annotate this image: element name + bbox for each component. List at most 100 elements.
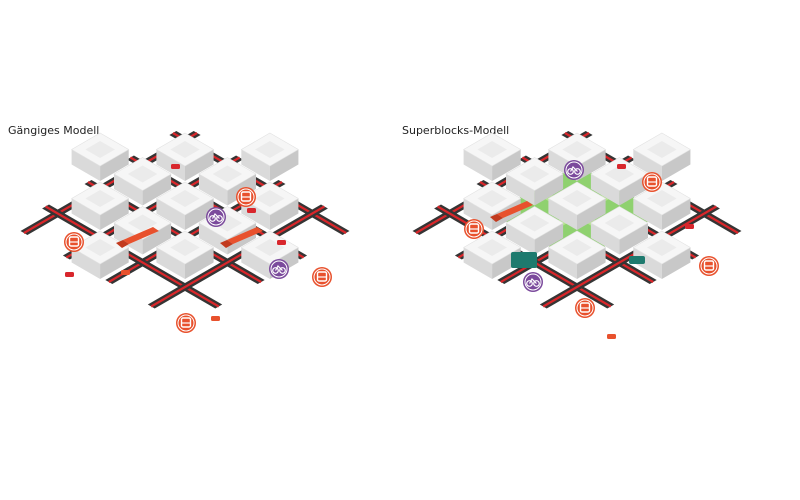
building-side (548, 247, 577, 279)
building-side (463, 149, 493, 181)
building-side (506, 223, 535, 255)
panel-title-left: Gängiges Modell (8, 124, 100, 137)
courtyard (255, 141, 285, 158)
courtyard (127, 165, 158, 183)
courtyard (562, 239, 592, 256)
bus-icon (575, 298, 595, 318)
building-side (590, 174, 620, 206)
courtyard (170, 190, 200, 207)
courtyard (85, 190, 115, 207)
courtyard (562, 141, 592, 158)
building-side (661, 198, 691, 230)
courtyard (647, 239, 677, 256)
bicycle-icon (523, 272, 543, 292)
building-side (577, 247, 606, 279)
car-icon (65, 272, 74, 277)
building-side (198, 174, 228, 206)
building-side (577, 198, 606, 230)
building-side (185, 198, 214, 230)
courtyard (604, 165, 635, 183)
building-side (548, 198, 577, 230)
road-marking (150, 205, 325, 308)
building-side (156, 149, 185, 181)
building-side (156, 247, 185, 279)
building-side (269, 198, 299, 230)
building-side (100, 247, 129, 279)
building-side (577, 149, 606, 181)
road-marking (45, 205, 220, 308)
building-side (492, 149, 521, 181)
bus-icon (642, 172, 662, 192)
building-side (661, 247, 691, 279)
car-icon (247, 208, 256, 213)
building-side (71, 198, 101, 230)
courtyard (519, 214, 550, 232)
car-icon (685, 224, 694, 229)
building-side (114, 174, 143, 206)
car-icon (121, 270, 130, 275)
building-side (619, 174, 648, 206)
bicycle-icon (206, 207, 226, 227)
courtyard (212, 165, 243, 183)
courtyard (170, 239, 200, 256)
building-side (661, 149, 691, 181)
courtyard (562, 190, 592, 207)
building-side (633, 247, 662, 279)
car-icon (617, 164, 626, 169)
bicycle-icon (564, 160, 584, 180)
car-icon (211, 316, 220, 321)
bus-icon (176, 313, 196, 333)
bus-icon (312, 267, 332, 287)
building-side (463, 198, 493, 230)
courtyard (127, 214, 158, 232)
building-side (506, 174, 535, 206)
building-side (269, 149, 299, 181)
truck-icon (116, 227, 159, 248)
building-side (198, 223, 228, 255)
courtyard (85, 141, 115, 158)
building-side (463, 247, 493, 279)
bus-icon (699, 256, 719, 276)
panel-right-superblocks-model (412, 131, 742, 339)
courtyard (255, 190, 285, 207)
building-side (71, 247, 101, 279)
building-side (71, 149, 101, 181)
tram-icon (629, 256, 645, 264)
truck-icon (220, 227, 263, 248)
panel-left-standard-model (20, 131, 350, 333)
building-side (534, 174, 564, 206)
building-side (619, 223, 648, 255)
courtyard (477, 141, 507, 158)
building-side (100, 198, 129, 230)
building-side (633, 198, 662, 230)
courtyard (477, 239, 507, 256)
building-side (142, 223, 172, 255)
panel-title-right: Superblocks-Modell (402, 124, 510, 137)
car-icon (277, 240, 286, 245)
building-side (241, 149, 270, 181)
car-icon (171, 164, 180, 169)
courtyard (647, 141, 677, 158)
building-side (534, 223, 564, 255)
tram-icon (511, 252, 537, 268)
bus-icon (464, 219, 484, 239)
courtyard (519, 165, 550, 183)
courtyard (477, 190, 507, 207)
car-icon (607, 334, 616, 339)
building-side (156, 198, 185, 230)
courtyard (170, 141, 200, 158)
building-side (100, 149, 129, 181)
bus-icon (64, 232, 84, 252)
bicycle-icon (269, 259, 289, 279)
building-side (590, 223, 620, 255)
bus-icon (236, 187, 256, 207)
building-side (142, 174, 172, 206)
building-side (241, 247, 270, 279)
courtyard (604, 214, 635, 232)
courtyard (85, 239, 115, 256)
truck-icon (490, 201, 533, 222)
building-side (185, 247, 214, 279)
building-side (185, 149, 214, 181)
